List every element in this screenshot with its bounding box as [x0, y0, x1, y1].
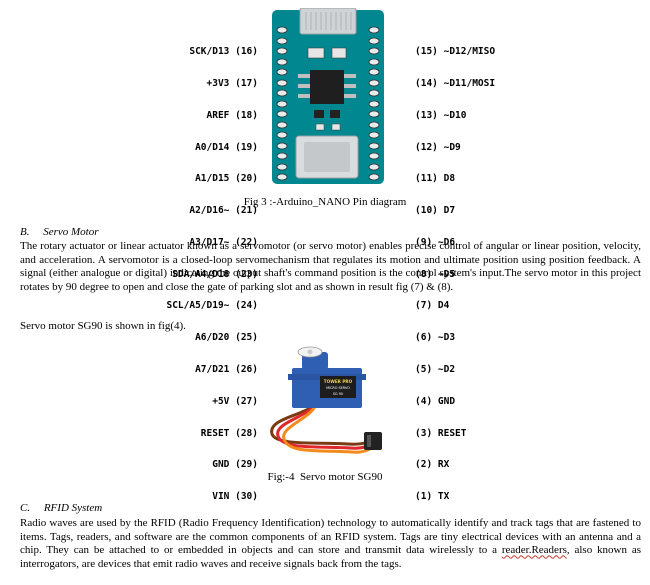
rfid-paragraph-text: Radio waves are used by the RFID (Radio …	[20, 517, 641, 557]
pin-label: A3/D17~ (22)	[189, 236, 258, 248]
pin-label: A7/D21 (26)	[195, 364, 258, 375]
pin-label: A0/D14 (19)	[195, 141, 258, 153]
arduino-nano-board	[272, 8, 384, 184]
section-b-heading: B. Servo Motor	[20, 226, 99, 238]
pin-label: A2/D16~ (21)	[189, 205, 258, 217]
pin-label: (13) ~D10	[415, 109, 467, 121]
pin-label: SCK/D13 (16)	[189, 46, 258, 58]
spellcheck-flagged-word: reader.Readers	[501, 544, 567, 557]
figure-4-caption: Fig:-4 Servo motor SG90	[267, 471, 383, 483]
pin-label: (4) GND	[415, 395, 456, 407]
pin-label: A6/D20 (25)	[195, 332, 258, 344]
pin-label: VIN (30)	[212, 491, 258, 503]
pin-label: (3) RESET	[415, 427, 467, 439]
right-pin-labels: (15) ~D12/MISO (14) ~D11/MOSI (13) ~D10 …	[415, 26, 495, 524]
pin-label: (15) ~D12/MISO	[415, 46, 496, 58]
servo-figure-reference: Servo motor SG90 is shown in fig(4).	[20, 320, 186, 332]
figure-3-caption: Fig 3 :-Arduino_NANO Pin diagram	[243, 196, 407, 208]
pin-label: (6) ~D3	[415, 332, 456, 344]
pin-label: GND (29)	[212, 459, 258, 471]
pin-label: (8) ~D5	[415, 268, 456, 280]
pin-label: SDA/A4/D18 (23)	[172, 268, 258, 280]
servo-motor-image: TOWER PRO MICRO SERVO SG 90	[270, 346, 382, 454]
servo-code-label: SG 90	[333, 392, 343, 396]
servo-model-label: MICRO SERVO	[326, 386, 350, 390]
pin-label: (1) TX	[415, 491, 450, 503]
pin-label: RESET (28)	[200, 427, 258, 439]
servo-paragraph: The rotary actuator or linear actuator k…	[20, 240, 641, 294]
pin-label: +3V3 (17)	[206, 77, 258, 89]
rfid-paragraph: Radio waves are used by the RFID (Radio …	[20, 517, 641, 572]
pin-label: (7) D4	[415, 300, 450, 312]
section-c-heading: C. RFID System	[20, 502, 103, 514]
pin-label: (5) ~D2	[415, 364, 456, 375]
servo-brand-label: TOWER PRO	[324, 379, 353, 384]
pin-label: (11) D8	[415, 173, 456, 185]
pin-label: (14) ~D11/MOSI	[415, 77, 496, 89]
pin-label: (2) RX	[415, 459, 450, 471]
left-pin-labels: SCK/D13 (16) +3V3 (17) AREF (18) A0/D14 …	[166, 26, 258, 524]
pin-label: SCL/A5/D19~ (24)	[166, 300, 258, 312]
pin-label: (9) ~D6	[415, 236, 456, 248]
pin-label: A1/D15 (20)	[195, 173, 258, 185]
rfid-paragraph-tail: , also known as interrogators, are devic…	[20, 544, 641, 571]
pin-label: +5V (27)	[212, 395, 258, 407]
pin-label: (10) D7	[415, 205, 456, 217]
pin-label: AREF (18)	[206, 109, 258, 121]
arduino-nano-figure: SCK/D13 (16) +3V3 (17) AREF (18) A0/D14 …	[0, 0, 650, 502]
pin-label: (12) ~D9	[415, 141, 461, 153]
